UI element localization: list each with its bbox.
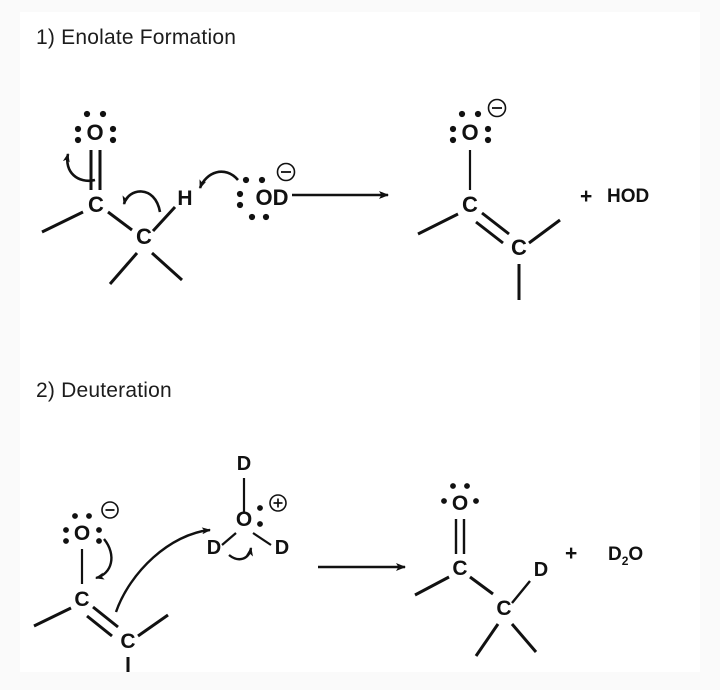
d2o-prefix: D (608, 544, 622, 565)
structures-drawing: O C C (33, 98, 561, 672)
curved-arrow-enolate-to-deuterium (114, 527, 211, 613)
atom-label-carbonyl-oxygen: O (86, 120, 103, 145)
step-2-heading: 2) Deuteration (36, 379, 172, 402)
curved-arrow-oxygen-to-carbonyl (95, 538, 113, 580)
charge-circle-negative (276, 162, 296, 182)
lone-pair-dot (257, 505, 263, 511)
atom-label-enolate-carbon-2: C (120, 630, 135, 653)
bond-methyl-alpha-left (474, 623, 500, 657)
lone-pair-dot (242, 176, 250, 184)
lone-pair-dot (236, 190, 244, 198)
step1-ketone-structure: O C C (41, 110, 193, 285)
atom-label-alpha-carbon: C (496, 597, 511, 620)
atom-label-carbonyl-carbon: C (88, 192, 104, 217)
curved-arrow-od-to-oxygen (228, 547, 254, 561)
bond-methyl-left (41, 210, 84, 234)
bond-c-alpha (107, 210, 133, 232)
lone-pair-dot (449, 125, 457, 133)
lone-pair-dot (96, 527, 102, 533)
lone-pair-dot (484, 136, 492, 144)
atom-label-alpha-carbon: C (136, 224, 152, 249)
plus-sign-step1: + (580, 185, 593, 208)
lone-pair-dot (257, 521, 263, 527)
charge-circle-negative (101, 501, 119, 519)
step1-enolate-product: O C (417, 98, 561, 300)
diagram-sheet: 1) Enolate Formation 2) Deuteration O (20, 12, 700, 672)
d2o-suffix: O (628, 544, 644, 565)
atom-label-alpha-deuterium: D (534, 559, 548, 581)
step2-deuterated-ketone-product: O C C D (414, 483, 548, 657)
lone-pair-dot (464, 483, 470, 489)
step-1-heading: 1) Enolate Formation (36, 26, 237, 49)
plus-sign-step2: + (565, 542, 578, 565)
bond-methyl-left (417, 212, 459, 236)
lone-pair-dot (83, 110, 91, 118)
step2-enolate-reactant: O C (33, 501, 169, 672)
lone-pair-dot (99, 110, 107, 118)
atom-label-enolate-carbon-2: C (511, 235, 527, 260)
bond-methyl-alpha-right (510, 623, 538, 653)
lone-pair-dot (248, 213, 256, 221)
bond-o-d-left (221, 532, 237, 546)
charge-circle-negative (487, 98, 507, 118)
atom-label-deuterium-top: D (237, 453, 251, 475)
lone-pair-dot (441, 498, 447, 504)
lone-pair-dot (258, 176, 266, 184)
atom-label-enolate-oxygen: O (461, 120, 478, 145)
lone-pair-dot (74, 136, 82, 144)
d2o-subscript: 2 (621, 553, 629, 568)
atom-label-base-od: OD (256, 185, 289, 210)
lone-pair-dot (262, 213, 270, 221)
bond-alpha-deuterium (511, 580, 531, 604)
lone-pair-dot (63, 538, 69, 544)
byproduct-label-hod: HOD (607, 186, 650, 207)
bond-methyl-upright (528, 218, 561, 245)
atom-label-hydronium-oxygen: O (236, 508, 252, 531)
lone-pair-dot (74, 125, 82, 133)
lone-pair-dot (109, 125, 117, 133)
lone-pair-dot (96, 538, 102, 544)
charge-circle-positive (269, 494, 287, 512)
bond-methyl-alpha-right (150, 251, 184, 282)
bond-cc-double-b (475, 220, 504, 245)
lone-pair-dot (86, 513, 92, 519)
bond-methyl-left (414, 575, 450, 597)
bond-c-alpha (469, 575, 494, 596)
step1-deuteroxide-base: OD (236, 162, 296, 221)
atom-label-alpha-hydrogen: H (177, 187, 192, 210)
step2-deuterated-hydronium: D O D D (207, 453, 289, 559)
lone-pair-dot (63, 527, 69, 533)
atom-label-enolate-carbon-1: C (74, 588, 89, 611)
bond-o-d-right (252, 532, 272, 546)
atom-label-deuterium-left: D (207, 537, 221, 559)
lone-pair-dot (72, 513, 78, 519)
bond-methyl-left (33, 606, 72, 628)
lone-pair-dot (458, 110, 466, 118)
atom-label-carbonyl-oxygen: O (452, 492, 468, 515)
atom-label-carbonyl-carbon: C (452, 557, 467, 580)
atom-label-enolate-carbon-1: C (462, 192, 478, 217)
bond-methyl-alpha-left (108, 252, 139, 285)
bond-cc-double-a (481, 211, 510, 236)
lone-pair-dot (109, 136, 117, 144)
atom-label-enolate-oxygen: O (74, 522, 90, 545)
atom-label-deuterium-right: D (275, 537, 289, 559)
bond-alpha-hydrogen (151, 205, 177, 233)
bond-cc-double-a (92, 605, 119, 629)
bond-methyl-upright (137, 613, 169, 638)
bond-cc-double-b (86, 614, 113, 638)
lone-pair-dot (236, 201, 244, 209)
byproduct-label-d2o: D2O (608, 544, 643, 568)
curved-arrow-pi-to-oxygen (62, 153, 96, 183)
curved-arrow-base-to-hydrogen (198, 170, 239, 189)
lone-pair-dot (450, 483, 456, 489)
lone-pair-dot (474, 110, 482, 118)
lone-pair-dot (473, 498, 479, 504)
curved-arrow-ch-to-pi (122, 190, 162, 213)
lone-pair-dot (449, 136, 457, 144)
lone-pair-dot (484, 125, 492, 133)
